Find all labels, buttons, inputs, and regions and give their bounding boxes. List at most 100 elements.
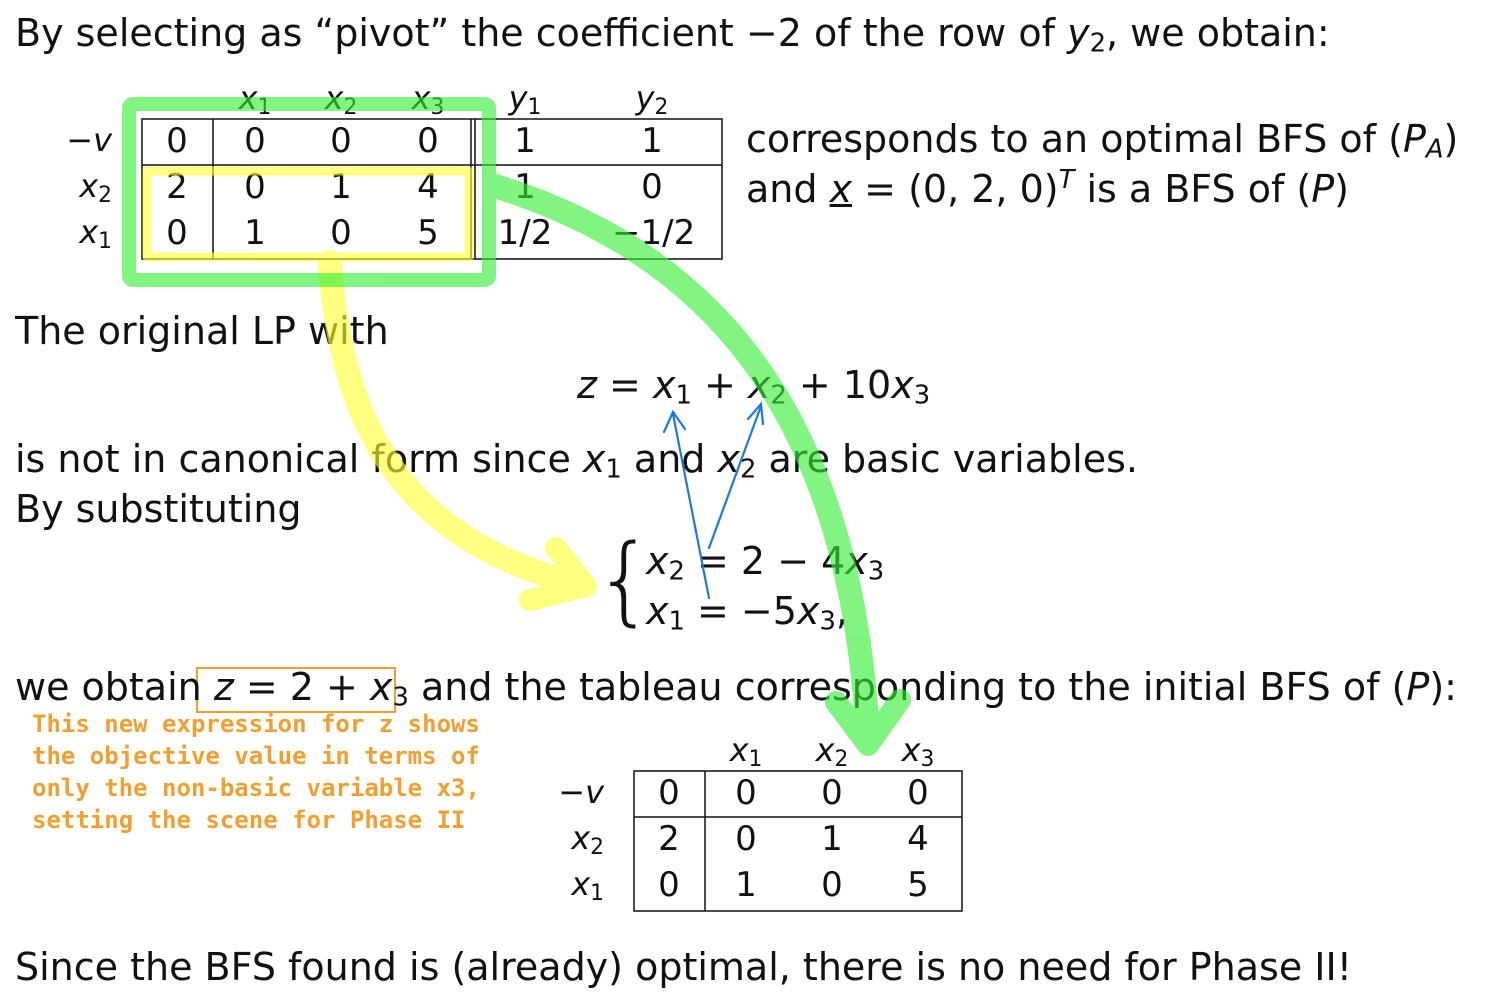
side-l2-end: ) bbox=[1334, 167, 1349, 211]
blue-arrows bbox=[662, 401, 765, 600]
tableau-cell: 1 bbox=[821, 819, 843, 859]
side-l2-is: is a BFS of ( bbox=[1074, 167, 1312, 211]
side-l2-P: P bbox=[1311, 167, 1335, 211]
tableau-cell: 0 bbox=[166, 213, 188, 253]
column-header: y2 bbox=[635, 79, 669, 120]
intro-post: , we obtain: bbox=[1106, 11, 1330, 55]
column-header: x1 bbox=[729, 731, 763, 772]
tableau-cell: 1 bbox=[244, 213, 266, 253]
tableau-cell: 0 bbox=[658, 773, 680, 813]
side-text-line1: corresponds to an optimal BFS of (PA) bbox=[746, 117, 1459, 163]
side-l1-sub: A bbox=[1425, 134, 1444, 165]
column-header: x2 bbox=[815, 731, 849, 772]
side-l1-post: ) bbox=[1443, 117, 1459, 161]
tableau-cell: 1 bbox=[735, 865, 757, 905]
obt-xs: 3 bbox=[392, 682, 409, 713]
annotation-line: only the non-basic variable x3, bbox=[32, 774, 480, 802]
obt-pre: we obtain bbox=[15, 665, 214, 709]
obt-post: and the tableau corresponding to the ini… bbox=[408, 665, 1407, 709]
eq2-rhs-var: x bbox=[796, 589, 820, 633]
side-l2-x: x bbox=[829, 167, 853, 211]
obj-t3s: 3 bbox=[913, 380, 931, 411]
system-eq2: x1 = −5x3, bbox=[646, 589, 848, 635]
row-label: x2 bbox=[79, 167, 112, 208]
tableau-cell: 0 bbox=[641, 167, 663, 207]
eq1-sub: 2 bbox=[668, 556, 685, 587]
obt-mid: = 2 + bbox=[233, 665, 370, 709]
obj-plus1: + bbox=[691, 363, 748, 407]
tableau-cell: 0 bbox=[330, 121, 352, 161]
annotation-note: This new expression for z shows the obje… bbox=[32, 708, 480, 836]
can-post: are basic variables. bbox=[756, 437, 1138, 481]
can-a: x bbox=[582, 437, 606, 481]
can-pre: is not in canonical form since bbox=[15, 437, 583, 481]
obj-t3: x bbox=[891, 363, 914, 407]
canonical-text: is not in canonical form since x1 and x2… bbox=[15, 437, 1138, 483]
yellow-highlight bbox=[142, 166, 597, 611]
objective-equation: z = x1 + x2 + 10x3 bbox=[577, 363, 930, 409]
tableau-cell: 5 bbox=[907, 865, 929, 905]
annotation-line: This new expression for z shows bbox=[32, 710, 480, 738]
row-label: x2 bbox=[571, 819, 604, 860]
conclusion-text: Since the BFS found is (already) optimal… bbox=[15, 945, 1352, 989]
tableau-cell: 1 bbox=[641, 121, 663, 161]
row-label: x1 bbox=[571, 865, 604, 906]
obj-eq: = bbox=[596, 363, 653, 407]
obj-t1: x bbox=[652, 363, 676, 407]
intro-sub: 2 bbox=[1089, 28, 1106, 59]
annotation-line: the objective value in terms of bbox=[32, 742, 480, 770]
tableau-cell: 0 bbox=[244, 121, 266, 161]
tableau-cell: 0 bbox=[330, 213, 352, 253]
tableau-cell: 2 bbox=[658, 819, 680, 859]
eq1-rhs: = 2 − 4 bbox=[684, 539, 846, 583]
tableau-cell: 4 bbox=[417, 167, 439, 207]
row-label: −v bbox=[558, 773, 604, 811]
tableau-cell: 0 bbox=[821, 865, 843, 905]
row-label: x1 bbox=[79, 213, 112, 254]
tableau-cell: 1 bbox=[330, 167, 352, 207]
can-b: x bbox=[717, 437, 741, 481]
obt-end: ): bbox=[1429, 665, 1457, 709]
tableau-cell: 0 bbox=[735, 773, 757, 813]
annotation-line: setting the scene for Phase II bbox=[32, 806, 466, 834]
obj-t1s: 1 bbox=[675, 380, 692, 411]
column-header: x3 bbox=[901, 731, 935, 772]
obtain-text: we obtain z = 2 + x3 and the tableau cor… bbox=[15, 665, 1457, 711]
can-bs: 2 bbox=[740, 454, 757, 485]
intro-var: y bbox=[1067, 11, 1090, 55]
tableau-cell: 0 bbox=[244, 167, 266, 207]
z-expression-box bbox=[196, 667, 396, 713]
tableau-cell: 4 bbox=[907, 819, 929, 859]
eq1-var: x bbox=[646, 539, 669, 583]
row-label: −v bbox=[66, 121, 112, 159]
obj-plus2: + 10 bbox=[786, 363, 892, 407]
brace-icon: { bbox=[594, 524, 656, 636]
substituting-text: By substituting bbox=[15, 487, 302, 531]
side-text-line2: and x = (0, 2, 0)T is a BFS of (P) bbox=[746, 167, 1349, 211]
side-l1-var: P bbox=[1402, 117, 1426, 161]
tableau-cell: 1/2 bbox=[497, 213, 553, 253]
column-header: y1 bbox=[508, 79, 542, 120]
can-and: and bbox=[621, 437, 718, 481]
green-highlight bbox=[122, 97, 911, 756]
eq2-rhs-sub: 3 bbox=[819, 606, 836, 637]
intro-text: By selecting as “pivot” the coefficient … bbox=[15, 11, 1330, 57]
tableau-cell: 0 bbox=[658, 865, 680, 905]
obt-z: z bbox=[213, 665, 234, 709]
tableau-cell: 0 bbox=[907, 773, 929, 813]
side-l1-pre: corresponds to an optimal BFS of ( bbox=[746, 117, 1403, 161]
tableau-cell: 0 bbox=[821, 773, 843, 813]
side-l2-mid: = (0, 2, 0) bbox=[852, 167, 1059, 211]
tableau-cell: 0 bbox=[417, 121, 439, 161]
tableau-cell: 0 bbox=[166, 121, 188, 161]
tableau-2-grid bbox=[633, 770, 963, 912]
obj-lhs: z bbox=[577, 363, 597, 407]
side-l2-sup: T bbox=[1058, 164, 1075, 195]
eq1-rhs-sub: 3 bbox=[867, 556, 885, 587]
system-eq1: x2 = 2 − 4x3 bbox=[646, 539, 884, 585]
intro-pre: By selecting as “pivot” the coefficient … bbox=[15, 11, 1068, 55]
obt-x: x bbox=[369, 665, 393, 709]
tableau-cell: 1 bbox=[514, 121, 536, 161]
tableau-cell: 5 bbox=[417, 213, 439, 253]
